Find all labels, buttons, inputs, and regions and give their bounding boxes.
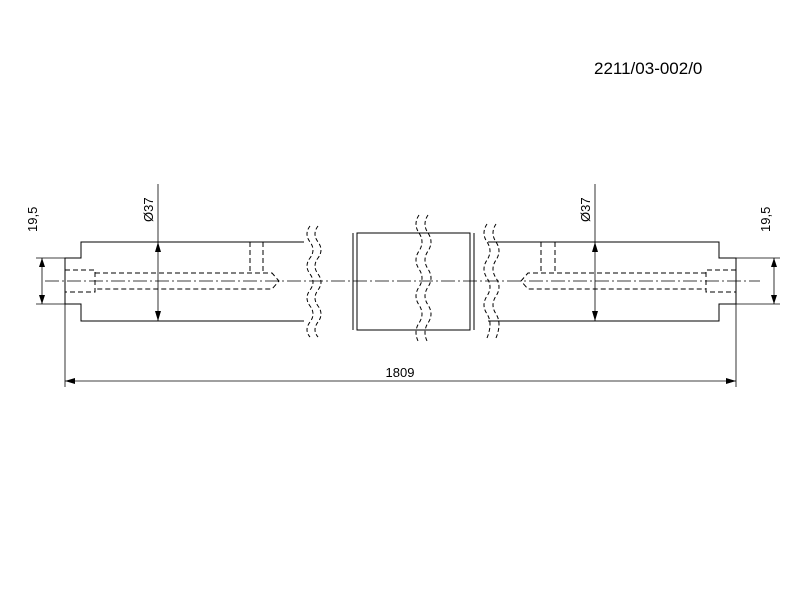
right-bore-hidden bbox=[520, 242, 736, 293]
break-lines bbox=[306, 214, 500, 344]
right-shaft-body bbox=[488, 241, 737, 322]
left-diameter-label: Ø37 bbox=[141, 197, 156, 222]
overall-length-label: 1809 bbox=[386, 365, 415, 380]
right-diameter-label: Ø37 bbox=[578, 197, 593, 222]
left-shaft-body bbox=[64, 241, 304, 322]
overall-length-dimension: 1809 bbox=[64, 304, 737, 387]
left-end-dimension: 19,5 bbox=[25, 207, 65, 305]
break-line-2 bbox=[314, 225, 322, 338]
drawing-number: 2211/03-002/0 bbox=[594, 59, 702, 78]
break-line-3 bbox=[415, 214, 423, 344]
right-end-dimension: 19,5 bbox=[736, 207, 780, 305]
left-diameter-dimension: Ø37 bbox=[141, 184, 161, 321]
left-end-label: 19,5 bbox=[25, 207, 40, 232]
shaft-outline bbox=[64, 232, 737, 331]
center-sleeve bbox=[352, 232, 475, 331]
right-diameter-dimension: Ø37 bbox=[578, 184, 598, 321]
left-bore-hidden bbox=[65, 242, 280, 293]
break-line-4 bbox=[424, 214, 432, 344]
break-line-1 bbox=[306, 225, 314, 338]
right-end-label: 19,5 bbox=[758, 207, 773, 232]
